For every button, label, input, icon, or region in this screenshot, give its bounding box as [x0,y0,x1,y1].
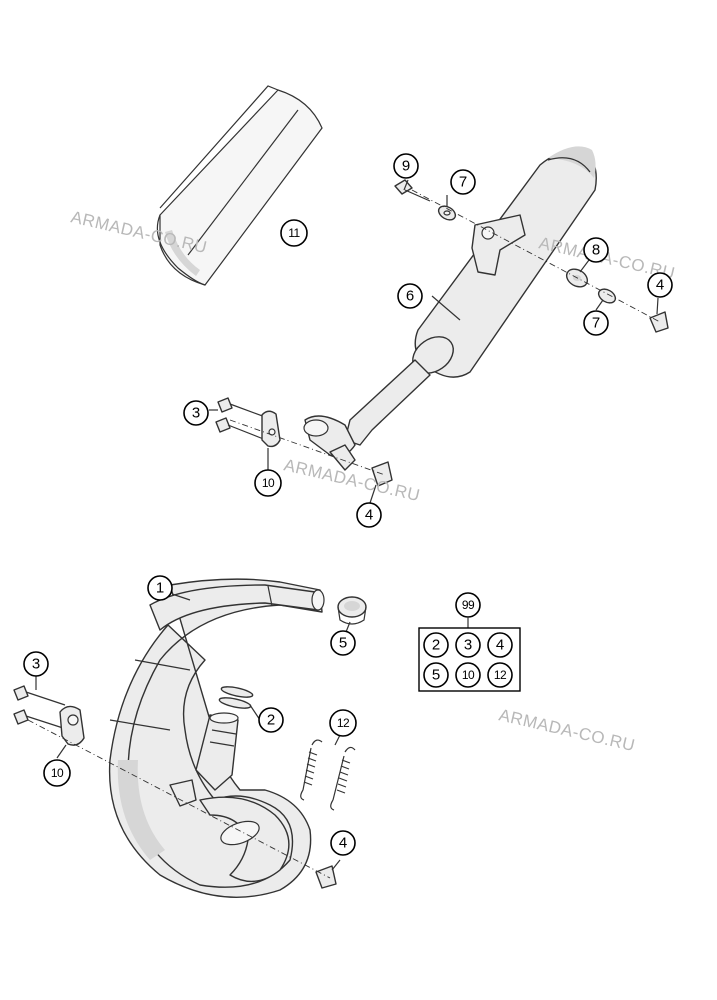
kit-item-6: 12 [487,662,513,688]
callout-8: 8 [583,237,609,263]
callout-12: 12 [329,709,357,737]
callout-6-label: 6 [406,288,414,305]
callout-1: 1 [147,575,173,601]
kit-item-4: 5 [423,662,449,688]
callout-4-middle-label: 4 [365,507,373,524]
callout-3-middle: 3 [183,400,209,426]
kit-item-4-label: 5 [432,667,440,684]
silencer [303,146,597,471]
kit-header-callout: 99 [455,592,481,618]
callout-10-lower: 10 [43,759,71,787]
watermark-4: ARMADA-CO.RU [497,705,637,755]
callout-4-upper-label: 4 [656,277,664,294]
callout-5-label: 5 [339,635,347,652]
mount-bolts-middle [215,397,269,441]
kit-item-1-label: 2 [432,637,440,654]
exhaust-springs [300,739,356,811]
kit-item-5-label: 10 [462,668,475,682]
kit-box: 99 2 3 4 5 10 12 [418,592,521,692]
kit-item-6-label: 12 [494,668,507,682]
callout-11: 11 [280,219,308,247]
callout-6: 6 [397,283,423,309]
callout-9: 9 [393,153,419,179]
callout-8-label: 8 [592,242,600,259]
spring-nut-lower [315,865,337,889]
callout-2-label: 2 [267,712,275,729]
callout-11-label: 11 [288,226,300,240]
washer-lower [597,288,617,304]
heat-shield-sleeve [156,85,323,286]
callout-4-middle: 4 [356,502,382,528]
mount-bracket-lower [59,705,85,746]
callout-3-lower-label: 3 [32,656,40,673]
callout-3-lower: 3 [23,651,49,677]
callout-4-lower: 4 [330,830,356,856]
kit-item-3-label: 4 [496,637,504,654]
exhaust-seal [337,596,367,625]
leader-lines [35,179,659,871]
silencer-bolt [394,179,431,202]
mount-bolts-lower [13,685,66,729]
kit-item-3: 4 [487,632,513,658]
washer-upper [437,205,457,221]
kit-item-1: 2 [423,632,449,658]
kit-header-label: 99 [462,598,475,612]
callout-1-label: 1 [156,580,164,597]
kit-item-2-label: 3 [464,637,472,654]
callout-7-lower-label: 7 [592,315,600,332]
callout-9-label: 9 [402,158,410,175]
callout-7-upper: 7 [450,169,476,195]
callout-12-label: 12 [337,716,350,730]
callout-10-lower-label: 10 [51,766,64,780]
callout-3-middle-label: 3 [192,405,200,422]
callout-10-middle-label: 10 [262,476,275,490]
spring-nut-upper [649,311,669,333]
o-rings [218,686,254,709]
callout-5: 5 [330,630,356,656]
callout-2: 2 [258,707,284,733]
callout-4-upper: 4 [647,272,673,298]
callout-4-lower-label: 4 [339,835,347,852]
kit-item-2: 3 [455,632,481,658]
kit-item-5: 10 [455,662,481,688]
callout-7-lower: 7 [583,310,609,336]
mount-bracket-middle [261,410,281,448]
callout-10-middle: 10 [254,469,282,497]
callout-7-upper-label: 7 [459,174,467,191]
expansion-chamber [108,578,325,898]
